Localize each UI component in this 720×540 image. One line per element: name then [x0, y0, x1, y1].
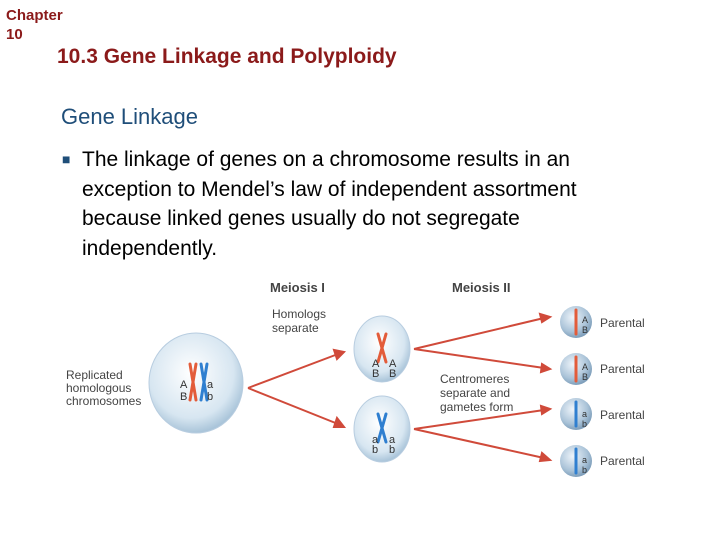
gamete-2-allele-A: A — [582, 362, 588, 372]
allele-b-right: b — [389, 444, 395, 456]
meiosis-1-heading: Meiosis I — [270, 280, 325, 295]
gamete-1-label: Parental — [600, 316, 645, 330]
centromeres-label-line3: gametes form — [440, 400, 513, 414]
gamete-3-allele-a: a — [582, 409, 587, 419]
meiosis-2-heading: Meiosis II — [452, 280, 511, 295]
allele-A-parent: A — [180, 379, 188, 391]
allele-B-left: B — [372, 368, 379, 380]
gamete-1-allele-B: B — [582, 325, 588, 335]
allele-B-parent: B — [180, 391, 187, 403]
parent-cell — [149, 333, 243, 433]
gamete-3-label: Parental — [600, 408, 645, 422]
gamete-4 — [560, 445, 592, 477]
gamete-3-allele-b: b — [582, 419, 587, 429]
gamete-2-allele-B: B — [582, 372, 588, 382]
allele-B-right: B — [389, 368, 396, 380]
gamete-4-label: Parental — [600, 454, 645, 468]
allele-b-left: b — [372, 444, 378, 456]
centromeres-label-line2: separate and — [440, 386, 510, 400]
centromeres-label-line1: Centromeres — [440, 372, 509, 386]
gamete-4-allele-a: a — [582, 455, 587, 465]
homologs-label-line1: Homologs — [272, 307, 326, 321]
gamete-4-allele-b: b — [582, 465, 587, 475]
homologs-label-line2: separate — [272, 321, 319, 335]
gamete-2-label: Parental — [600, 362, 645, 376]
gamete-3 — [560, 398, 592, 430]
allele-b-parent: b — [207, 391, 213, 403]
allele-a-parent: a — [207, 379, 214, 391]
replicated-label-line1: Replicated — [66, 368, 123, 382]
meiosis-1-arrows — [248, 350, 344, 427]
replicated-label-line3: chromosomes — [66, 394, 141, 408]
replicated-label-line2: homologous — [66, 381, 131, 395]
gamete-1-allele-A: A — [582, 315, 588, 325]
